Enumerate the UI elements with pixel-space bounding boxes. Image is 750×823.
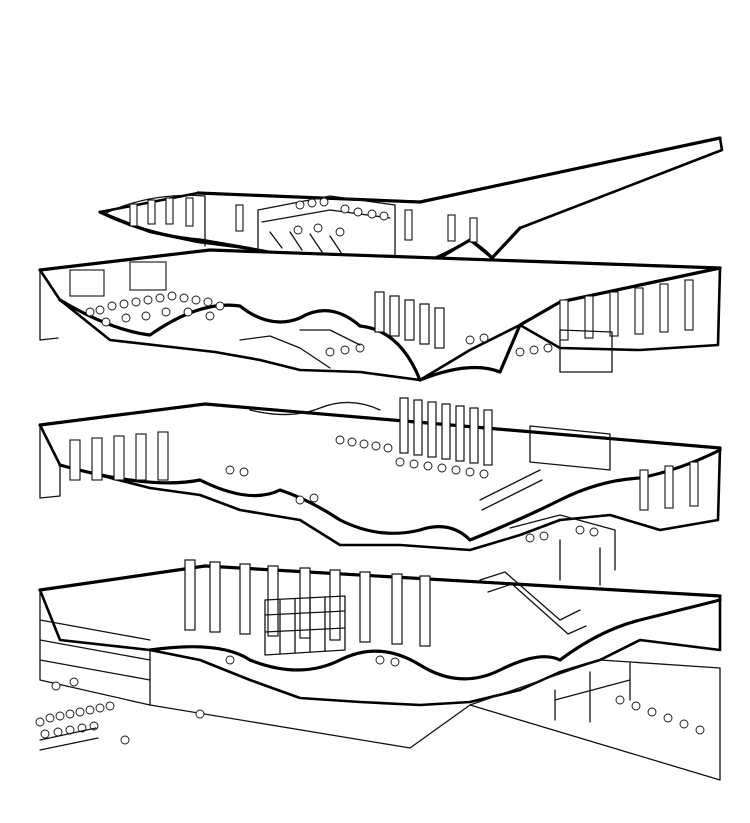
level-3 — [38, 248, 722, 382]
top-windows — [129, 197, 478, 243]
level-2-columns — [399, 397, 493, 466]
level-2-windows — [69, 431, 699, 511]
level-4-top — [98, 136, 724, 280]
level-3-windows — [559, 279, 694, 341]
ground-crowd — [35, 655, 705, 745]
level-3-crowd — [85, 291, 553, 357]
level-1-ground — [35, 559, 722, 781]
level-3-columns — [374, 291, 445, 349]
level-2 — [38, 397, 722, 586]
top-crowd — [293, 197, 389, 237]
ground-columns — [184, 559, 431, 647]
level-2-crowd — [225, 435, 599, 543]
